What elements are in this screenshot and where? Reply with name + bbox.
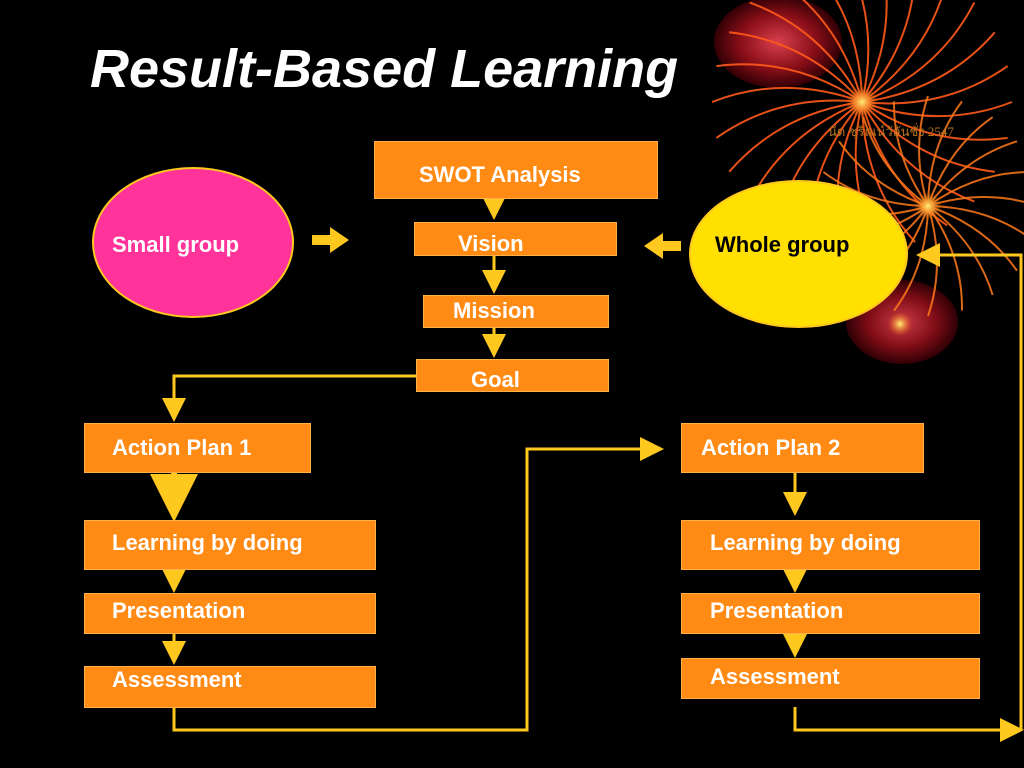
right-assessment-node: Assessment xyxy=(681,658,980,699)
firework-ray xyxy=(835,0,863,103)
slide-title: Result-Based Learning xyxy=(90,39,679,99)
arrow-left-assessment-action-plan-2 xyxy=(172,437,664,732)
vision-label: Vision xyxy=(458,231,524,256)
swot-analysis-node: SWOT Analysis xyxy=(374,141,658,199)
action-plan-1-node: Action Plan 1 xyxy=(84,423,311,473)
firework-ray xyxy=(861,0,914,103)
firework-ray xyxy=(861,0,888,103)
firework-ray xyxy=(861,0,870,103)
firework-ray xyxy=(861,101,1013,118)
right-learning-node: Learning by doing xyxy=(681,520,980,570)
firework-ray xyxy=(715,99,863,139)
firework-ray xyxy=(716,63,863,103)
author-credit: นัด ชุริณน์วัลันชั่ง 2547 xyxy=(828,124,954,139)
right-assessment-label: Assessment xyxy=(710,664,840,689)
firework-ray xyxy=(711,86,863,103)
goal-label: Goal xyxy=(471,367,520,392)
left-presentation-label: Presentation xyxy=(112,598,246,623)
arrow-loop-whole-group xyxy=(916,243,1023,730)
mission-label: Mission xyxy=(453,298,535,323)
firework-core-2 xyxy=(914,192,942,220)
action-plan-1-label: Action Plan 1 xyxy=(112,435,252,460)
arrow-small-group-vision xyxy=(312,227,349,253)
action-plan-2-label: Action Plan 2 xyxy=(701,435,841,460)
small-group-node: Small group xyxy=(92,167,294,318)
firework-core-1 xyxy=(846,86,878,118)
firework-ray xyxy=(729,31,863,103)
firework-ray xyxy=(861,101,1008,141)
firework-ray xyxy=(861,2,976,103)
firework-ray xyxy=(861,65,1009,105)
firework-ray xyxy=(802,0,863,103)
action-plan-2-node: Action Plan 2 xyxy=(681,423,924,473)
firework-core-3 xyxy=(888,312,912,336)
left-learning-label: Learning by doing xyxy=(112,530,303,555)
left-presentation-node: Presentation xyxy=(84,593,376,634)
right-learning-label: Learning by doing xyxy=(710,530,901,555)
firework-ray xyxy=(728,101,863,173)
firework-ray xyxy=(861,31,996,103)
arrow-goal-action-plan-1 xyxy=(162,374,416,422)
arrow-whole-group-vision xyxy=(644,233,681,259)
arrow-right-assessment-loop xyxy=(793,707,1024,742)
vision-node: Vision xyxy=(414,222,617,256)
right-presentation-node: Presentation xyxy=(681,593,980,634)
firework-ray xyxy=(861,101,975,203)
firework-ray xyxy=(749,1,863,103)
right-presentation-label: Presentation xyxy=(710,598,844,623)
whole-group-node: Whole group xyxy=(689,180,908,328)
left-assessment-node: Assessment xyxy=(84,666,376,708)
mission-node: Mission xyxy=(423,295,609,328)
left-learning-node: Learning by doing xyxy=(84,520,376,570)
goal-node: Goal xyxy=(416,359,609,392)
left-assessment-label: Assessment xyxy=(112,667,242,692)
firework-ray xyxy=(861,101,995,173)
firework-ray xyxy=(861,0,942,103)
whole-group-label: Whole group xyxy=(715,232,850,257)
swot-analysis-label: SWOT Analysis xyxy=(419,162,581,187)
small-group-label: Small group xyxy=(112,232,240,257)
